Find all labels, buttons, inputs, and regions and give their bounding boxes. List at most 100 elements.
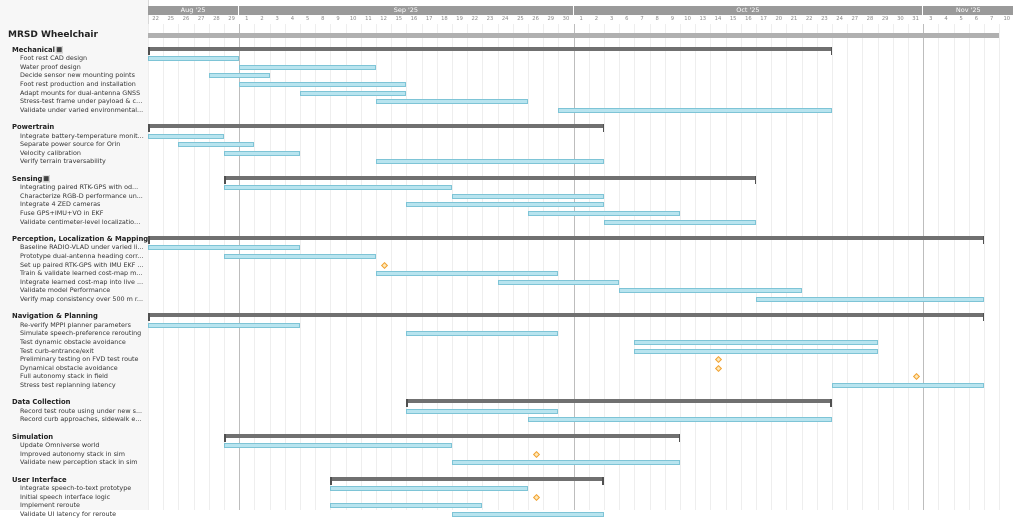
- task-label[interactable]: Separate power source for Orin: [20, 140, 121, 149]
- task-bar[interactable]: [452, 460, 680, 466]
- task-label[interactable]: Stress-test frame under payload & cu...: [20, 97, 144, 106]
- group-label[interactable]: Data Collection: [12, 398, 71, 407]
- task-bar[interactable]: [406, 202, 604, 208]
- milestone-diamond[interactable]: [532, 493, 540, 501]
- group-summary-bar[interactable]: [224, 433, 680, 442]
- group-summary-bar[interactable]: [148, 124, 604, 132]
- task-bar[interactable]: [497, 279, 620, 285]
- task-label[interactable]: Validate new perception stack in sim: [20, 458, 138, 467]
- task-bar[interactable]: [208, 73, 270, 79]
- task-bar[interactable]: [330, 486, 528, 492]
- task-label[interactable]: Initial speech interface logic: [20, 492, 111, 501]
- task-bar[interactable]: [224, 443, 452, 449]
- task-label[interactable]: Adapt mounts for dual-antenna GNSS: [20, 88, 141, 97]
- task-label[interactable]: Integrating paired RTK-GPS with od...: [20, 183, 139, 192]
- task-label[interactable]: Baseline RADIO-VLAD under varied li...: [20, 243, 144, 252]
- task-label[interactable]: Integrate learned cost-map into live ...: [20, 277, 144, 286]
- group-summary-bar[interactable]: [148, 313, 984, 322]
- task-bar[interactable]: [558, 107, 832, 113]
- task-label[interactable]: Validate under varied environmental...: [20, 105, 144, 114]
- task-label[interactable]: Update Omniverse world: [20, 441, 100, 450]
- task-label[interactable]: Validate model Performance: [20, 286, 111, 295]
- group-label[interactable]: Perception, Localization & Mapping: [12, 234, 149, 243]
- task-bar[interactable]: [224, 254, 376, 259]
- day-label: 10: [684, 16, 691, 22]
- group-summary-bar[interactable]: [330, 476, 604, 485]
- group-label[interactable]: Simulation: [12, 432, 54, 441]
- task-label[interactable]: Integrate 4 ZED cameras: [20, 200, 101, 209]
- task-label[interactable]: Set up paired RTK-GPS with IMU EKF ...: [20, 260, 144, 269]
- task-bar[interactable]: [300, 90, 407, 96]
- task-label[interactable]: Train & validate learned cost-map m...: [20, 269, 143, 278]
- task-label[interactable]: Re-verify MPPI planner parameters: [20, 320, 131, 329]
- task-bar[interactable]: [376, 271, 559, 277]
- milestone-diamond[interactable]: [380, 261, 388, 269]
- task-bar[interactable]: [406, 408, 559, 414]
- task-label[interactable]: Fuse GPS+IMU+VO in EKF: [20, 209, 104, 217]
- task-bar[interactable]: [452, 193, 604, 199]
- task-bar[interactable]: [376, 99, 528, 105]
- task-bar[interactable]: [148, 322, 300, 328]
- group-label[interactable]: Powertrain: [12, 123, 55, 131]
- task-label[interactable]: Foot rest production and installation: [20, 80, 136, 88]
- task-label[interactable]: Implement reroute: [20, 501, 80, 510]
- task-label[interactable]: Dynamical obstacle avoidance: [20, 363, 118, 372]
- task-bar[interactable]: [619, 288, 802, 294]
- group-summary-bar[interactable]: [224, 175, 756, 184]
- task-label[interactable]: Characterize RGB-D performance un...: [20, 191, 143, 200]
- day-label: 3: [609, 16, 614, 22]
- task-bar[interactable]: [178, 142, 255, 148]
- task-label[interactable]: Decide sensor new mounting points: [20, 71, 135, 80]
- task-bar[interactable]: [376, 159, 604, 165]
- task-label[interactable]: Test curb-entrance/exit: [20, 346, 94, 355]
- task-label[interactable]: Prototype dual-antenna heading corr...: [20, 252, 144, 260]
- task-bar[interactable]: [634, 348, 878, 354]
- task-bar[interactable]: [406, 331, 559, 337]
- task-bar[interactable]: [224, 150, 300, 156]
- task-label[interactable]: Foot rest CAD design: [20, 54, 88, 63]
- milestone-diamond[interactable]: [912, 373, 920, 381]
- task-bar[interactable]: [528, 211, 680, 216]
- task-label[interactable]: Test dynamic obstacle avoidance: [20, 338, 126, 346]
- group-summary-bar[interactable]: [148, 235, 984, 244]
- task-label[interactable]: Velocity calibration: [20, 148, 81, 157]
- project-summary-bar[interactable]: [148, 33, 1000, 38]
- group-label[interactable]: Navigation & Planning: [12, 312, 98, 321]
- task-label[interactable]: Stress test replanning latency: [20, 381, 116, 389]
- task-bar[interactable]: [224, 185, 452, 191]
- group-label[interactable]: User Interface: [12, 475, 67, 484]
- milestone-diamond[interactable]: [714, 356, 723, 364]
- task-label[interactable]: Record curb approaches, sidewalk en...: [20, 415, 144, 424]
- task-bar[interactable]: [832, 383, 984, 388]
- task-label[interactable]: Validate centimeter-level localization..…: [20, 217, 144, 226]
- task-label[interactable]: Preliminary testing on FVD test route: [20, 355, 139, 364]
- group-label[interactable]: Sensing🔳: [12, 174, 51, 183]
- task-bar[interactable]: [148, 245, 300, 251]
- task-label[interactable]: Validate UI latency for reroute: [20, 510, 117, 518]
- task-label[interactable]: Simulate speech-preference rerouting: [20, 329, 142, 338]
- task-label[interactable]: Full autonomy stack in field: [20, 372, 108, 381]
- group-summary-bar[interactable]: [148, 46, 832, 55]
- task-bar[interactable]: [604, 219, 756, 225]
- task-bar[interactable]: [452, 512, 604, 517]
- task-bar[interactable]: [148, 133, 224, 139]
- task-label[interactable]: Improved autonomy stack in sim: [20, 449, 125, 458]
- group-label[interactable]: Mechanical🔳: [12, 45, 64, 54]
- milestone-diamond[interactable]: [532, 450, 540, 458]
- task-label[interactable]: Verify map consistency over 500 m r...: [20, 295, 144, 303]
- task-bar[interactable]: [148, 56, 240, 62]
- task-label[interactable]: Water proof design: [20, 62, 81, 71]
- group-summary-bar[interactable]: [406, 399, 832, 408]
- milestone-diamond[interactable]: [714, 364, 723, 372]
- task-bar[interactable]: [239, 64, 376, 70]
- task-label[interactable]: Integrate battery-temperature monit...: [20, 131, 144, 140]
- day-label: 7: [640, 16, 644, 22]
- task-bar[interactable]: [330, 503, 483, 509]
- task-bar[interactable]: [634, 340, 878, 345]
- task-bar[interactable]: [239, 82, 407, 87]
- task-bar[interactable]: [756, 297, 984, 302]
- task-label[interactable]: Integrate speech-to-text prototype: [20, 484, 132, 493]
- task-bar[interactable]: [528, 417, 832, 423]
- task-label[interactable]: Verify terrain traversability: [20, 157, 106, 166]
- task-label[interactable]: Record test route using under new s...: [20, 406, 143, 415]
